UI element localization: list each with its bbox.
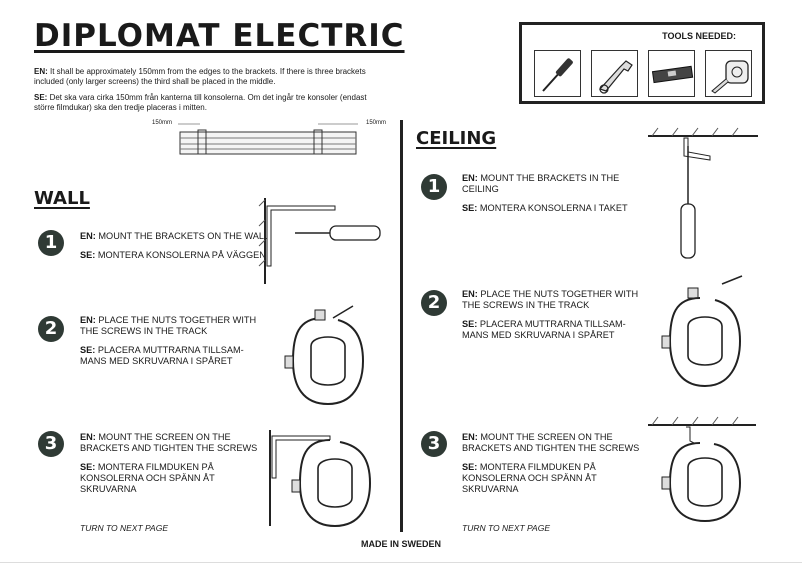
ceiling-mounted-screen-illustration (648, 416, 756, 523)
page-title: DIPLOMAT ELECTRIC (34, 18, 405, 54)
en-tag: EN: (462, 289, 478, 299)
en-tag: EN: (462, 432, 478, 442)
tape-measure-icon (705, 50, 752, 97)
ceiling-step-2-number: 2 (421, 290, 447, 316)
tools-needed-box: TOOLS NEEDED: (519, 22, 765, 104)
wall-step-2-en: PLACE THE NUTS TOGETHER WITH THE SCREWS … (80, 315, 257, 336)
wall-step-2-number: 2 (38, 316, 64, 342)
intro-en-text: It shall be approximately 150mm from the… (34, 67, 366, 86)
intro-se-text: Det ska vara cirka 150mm från kanterna t… (34, 93, 367, 112)
en-tag: EN: (462, 173, 478, 183)
wall-step-1-number: 1 (38, 230, 64, 256)
ceiling-step-2-se: PLACERA MUTTRARNA TILLSAM-MANS MED SKRUV… (462, 319, 626, 340)
ceiling-step-1: EN: MOUNT THE BRACKETS IN THE CEILING SE… (462, 173, 652, 222)
ceiling-bracket-screwdriver-illustration (648, 127, 758, 259)
wall-step-1-en: MOUNT THE BRACKETS ON THE WALL (98, 231, 270, 241)
se-tag: SE: (462, 319, 478, 329)
wall-step-3-se: MONTERA FILMDUKEN PÅ KONSOLERNA OCH SPÄN… (80, 462, 215, 494)
ceiling-heading: CEILING (416, 128, 497, 149)
wall-heading: WALL (34, 188, 90, 209)
se-tag: SE: (80, 462, 96, 472)
wall-turn-page-note: TURN TO NEXT PAGE (80, 523, 169, 533)
ceiling-step-1-se: MONTERA KONSOLERNA I TAKET (479, 203, 628, 213)
ceiling-turn-page-note: TURN TO NEXT PAGE (462, 523, 551, 533)
ceiling-step-2: EN: PLACE THE NUTS TOGETHER WITH THE SCR… (462, 289, 652, 349)
se-tag: SE: (462, 462, 478, 472)
en-tag: EN: (80, 315, 96, 325)
wall-step-2-se: PLACERA MUTTRARNA TILLSAM-MANS MED SKRUV… (80, 345, 244, 366)
intro-se-tag: SE: (34, 93, 48, 102)
ceiling-step-1-number: 1 (421, 174, 447, 200)
ceiling-step-1-en: MOUNT THE BRACKETS IN THE CEILING (462, 173, 620, 194)
wall-step-3-number: 3 (38, 431, 64, 457)
wall-nut-track-illustration (284, 305, 365, 406)
tools-needed-label: TOOLS NEEDED: (662, 31, 736, 41)
right-measure-label: 150mm (366, 120, 387, 126)
ceiling-step-3: EN: MOUNT THE SCREEN ON THE BRACKETS AND… (462, 432, 652, 503)
intro-en: EN: It shall be approximately 150mm from… (34, 67, 384, 87)
wall-bracket-screwdriver-illustration (258, 198, 381, 284)
ceiling-step-3-en: MOUNT THE SCREEN ON THE BRACKETS AND TIG… (462, 432, 640, 453)
made-in-sweden-footer: MADE IN SWEDEN (360, 539, 441, 549)
ceiling-step-3-se: MONTERA FILMDUKEN PÅ KONSOLERNA OCH SPÄN… (462, 462, 597, 494)
wall-step-1: EN: MOUNT THE BRACKETS ON THE WALL SE: M… (80, 231, 270, 269)
column-divider (400, 120, 403, 532)
wrench-icon (591, 50, 638, 97)
screwdriver-icon (534, 50, 581, 97)
en-tag: EN: (80, 231, 96, 241)
se-tag: SE: (80, 345, 96, 355)
se-tag: SE: (462, 203, 478, 213)
wall-step-3: EN: MOUNT THE SCREEN ON THE BRACKETS AND… (80, 432, 270, 503)
wall-step-2: EN: PLACE THE NUTS TOGETHER WITH THE SCR… (80, 315, 270, 375)
en-tag: EN: (80, 432, 96, 442)
wall-step-3-en: MOUNT THE SCREEN ON THE BRACKETS AND TIG… (80, 432, 258, 453)
bottom-rule (0, 562, 802, 563)
wall-step-1-se: MONTERA KONSOLERNA PÅ VÄGGEN (97, 250, 266, 260)
ceiling-step-2-en: PLACE THE NUTS TOGETHER WITH THE SCREWS … (462, 289, 639, 310)
intro-se: SE: Det ska vara cirka 150mm från kanter… (34, 93, 384, 113)
ceiling-nut-track-illustration (661, 275, 743, 388)
screen-bracket-diagram (178, 123, 358, 155)
wall-mounted-screen-illustration (269, 430, 372, 528)
ceiling-step-3-number: 3 (421, 431, 447, 457)
se-tag: SE: (80, 250, 96, 260)
left-measure-label: 150mm (152, 120, 173, 126)
spirit-level-icon (648, 50, 695, 97)
intro-en-tag: EN: (34, 67, 48, 76)
